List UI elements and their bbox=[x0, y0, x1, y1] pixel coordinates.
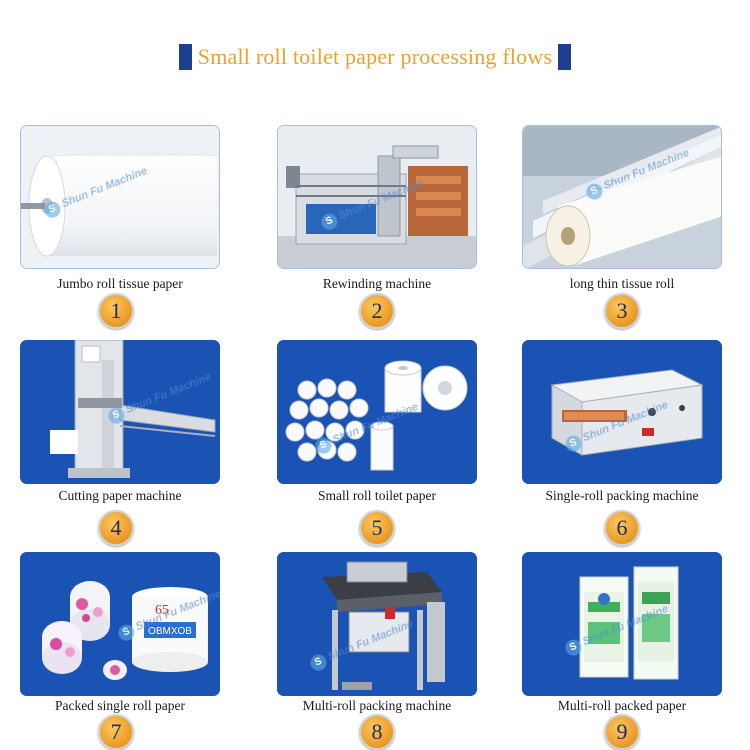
title-right-bar bbox=[558, 44, 572, 70]
step-caption: Multi-roll packed paper bbox=[557, 698, 687, 713]
title-left-bar bbox=[178, 44, 192, 70]
step-number-badge: 3 bbox=[604, 293, 640, 329]
step-number-badge: 4 bbox=[98, 510, 134, 546]
step-caption: Jumbo roll tissue paper bbox=[57, 276, 183, 291]
step-caption: Single-roll packing machine bbox=[545, 488, 699, 503]
step-number-badge: 5 bbox=[359, 510, 395, 546]
title-row: Small roll toilet paper processing flows bbox=[0, 42, 750, 72]
step-caption: long thin tissue roll bbox=[569, 276, 675, 291]
step-caption: Cutting paper machine bbox=[58, 488, 182, 503]
step-caption: Multi-roll packing machine bbox=[302, 698, 452, 713]
step-number-badge: 7 bbox=[98, 714, 134, 750]
step-number-badge: 6 bbox=[604, 510, 640, 546]
svg-text:OBMXOB: OBMXOB bbox=[148, 626, 192, 637]
step-number-badge: 9 bbox=[604, 714, 640, 750]
svg-text:65: 65 bbox=[155, 603, 169, 618]
step-number-badge: 8 bbox=[359, 714, 395, 750]
step-caption: Rewinding machine bbox=[322, 276, 432, 291]
page-title: Small roll toilet paper processing flows bbox=[197, 44, 553, 69]
step-number-badge: 2 bbox=[359, 293, 395, 329]
step-caption: Packed single roll paper bbox=[54, 698, 186, 713]
step-caption: Small roll toilet paper bbox=[317, 488, 437, 503]
step-number-badge: 1 bbox=[98, 293, 134, 329]
